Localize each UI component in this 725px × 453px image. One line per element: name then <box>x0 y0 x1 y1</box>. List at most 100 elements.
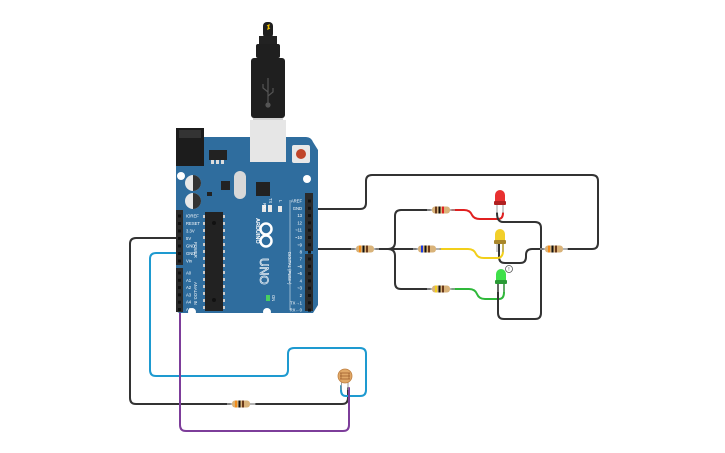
pin-label: AREF <box>291 199 303 204</box>
header-pin[interactable] <box>308 257 311 261</box>
crystal <box>234 171 246 199</box>
pin-label: A3 <box>186 292 192 297</box>
on-label: ON <box>271 295 276 301</box>
header-pin[interactable] <box>178 271 181 275</box>
pin-label: IOREF <box>186 214 199 219</box>
pin-label: 12 <box>297 220 302 225</box>
led-yellow[interactable] <box>494 229 506 252</box>
header-pin[interactable] <box>308 301 311 305</box>
header-pin[interactable] <box>308 206 311 210</box>
pin-label: ~10 <box>295 235 303 240</box>
header-pin[interactable] <box>308 279 311 283</box>
wire-red[interactable] <box>451 209 504 220</box>
pin-label: GND <box>186 244 195 249</box>
resistor-yellow-led[interactable] <box>413 245 441 253</box>
warning-icon: ! <box>508 267 509 273</box>
rx-label: RX <box>262 203 267 209</box>
pin-label: A5 <box>186 307 192 312</box>
header-pin[interactable] <box>178 259 181 263</box>
header-pin[interactable] <box>178 237 181 240</box>
wire-green[interactable] <box>451 283 505 300</box>
header-pin[interactable] <box>178 278 181 282</box>
header-pin[interactable] <box>308 264 311 268</box>
wire-right-resistor-to-led-yellow-cathode[interactable] <box>498 239 544 264</box>
header-pin[interactable] <box>178 214 181 218</box>
header-pin[interactable] <box>178 252 181 255</box>
header-pin[interactable] <box>308 294 311 297</box>
arduino-uno-board[interactable]: RX TX L ARDUINO UNO ON IOREF RESET 3.3V 5V G… <box>176 120 318 316</box>
resistor-gnd-right[interactable] <box>540 245 568 253</box>
usb-socket <box>250 120 286 162</box>
wire-led-cathode-loop[interactable] <box>496 212 542 320</box>
pin-label: GND <box>293 206 302 211</box>
pin-label: 13 <box>297 213 302 218</box>
wire-yellow[interactable] <box>439 239 504 259</box>
resistor-pin8[interactable] <box>351 245 379 253</box>
pin-label: TX→1 <box>290 300 303 305</box>
pin-label: 2 <box>300 293 303 298</box>
pin-label: ~5 <box>297 271 302 276</box>
analog-header-label: ANALOG IN <box>193 282 198 305</box>
header-pin[interactable] <box>308 286 311 290</box>
resistor-green-led[interactable] <box>427 285 455 293</box>
wire-ldr-resistor-to-ldr[interactable] <box>255 387 349 405</box>
pin-label: A4 <box>186 300 192 305</box>
wire-branch-top[interactable] <box>387 209 431 250</box>
header-pin[interactable] <box>178 244 181 248</box>
header-pin[interactable] <box>308 243 311 247</box>
l-label: L <box>278 200 283 203</box>
atmega-chip <box>205 212 223 311</box>
pin-label: A1 <box>186 278 192 283</box>
led-red[interactable] <box>494 190 506 213</box>
header-pin[interactable] <box>308 236 311 239</box>
header-pin[interactable] <box>308 199 311 203</box>
pin-label: 7 <box>300 257 303 262</box>
header-pin[interactable] <box>178 293 181 297</box>
pin-label: 8 <box>300 250 303 255</box>
header-pin[interactable] <box>178 300 181 304</box>
photoresistor-trace-icon <box>340 372 350 380</box>
wire-gnd-to-right-resistor[interactable] <box>307 174 599 250</box>
led-warning-badge[interactable]: ! <box>505 265 513 274</box>
pin-label: ~9 <box>297 242 302 247</box>
header-pin[interactable] <box>178 222 181 225</box>
arduino-logo-icon <box>259 222 273 248</box>
header-pin[interactable] <box>308 272 311 276</box>
digital-header-bottom[interactable] <box>305 254 313 311</box>
resistor-red-led[interactable] <box>427 206 455 214</box>
brand-label: ARDUINO <box>254 218 260 244</box>
header-pin[interactable] <box>308 214 311 218</box>
analog-header[interactable] <box>176 268 183 312</box>
pin-label: 4 <box>300 278 303 283</box>
pin-label: ~6 <box>297 264 302 269</box>
pin-label: RX←0 <box>290 308 303 313</box>
resistor-ldr[interactable] <box>227 400 255 408</box>
pin-label: ~3 <box>297 286 302 291</box>
photoresistor[interactable] <box>337 368 353 391</box>
usb-symbol-icon <box>262 78 274 108</box>
header-pin[interactable] <box>178 308 181 311</box>
pin-label: RESET <box>186 221 200 226</box>
cable-tip-icon <box>266 23 271 31</box>
wire-purple-a5[interactable] <box>179 307 350 432</box>
pin-label: 3.3V <box>186 229 195 234</box>
tx-label: TX <box>268 198 273 204</box>
pin-label: A2 <box>186 285 192 290</box>
pin-label: GND <box>186 251 195 256</box>
pin-label: ~11 <box>295 228 302 233</box>
pin-label: 5V <box>186 236 191 241</box>
header-pin[interactable] <box>308 250 311 254</box>
wire-5v-to-ldr-resistor[interactable] <box>129 237 231 405</box>
wire-branch-bottom[interactable] <box>387 248 431 290</box>
header-pin[interactable] <box>308 308 311 312</box>
led-green[interactable] <box>495 269 507 292</box>
header-pin[interactable] <box>308 228 311 232</box>
pin-label: Vin <box>186 259 193 264</box>
wire-blue-gnd[interactable] <box>149 252 367 397</box>
header-pin[interactable] <box>178 229 181 233</box>
header-pin[interactable] <box>308 221 311 225</box>
header-pin[interactable] <box>178 286 181 290</box>
digital-header-label: DIGITAL (PWM~) <box>287 252 292 285</box>
model-label: UNO <box>257 258 271 285</box>
